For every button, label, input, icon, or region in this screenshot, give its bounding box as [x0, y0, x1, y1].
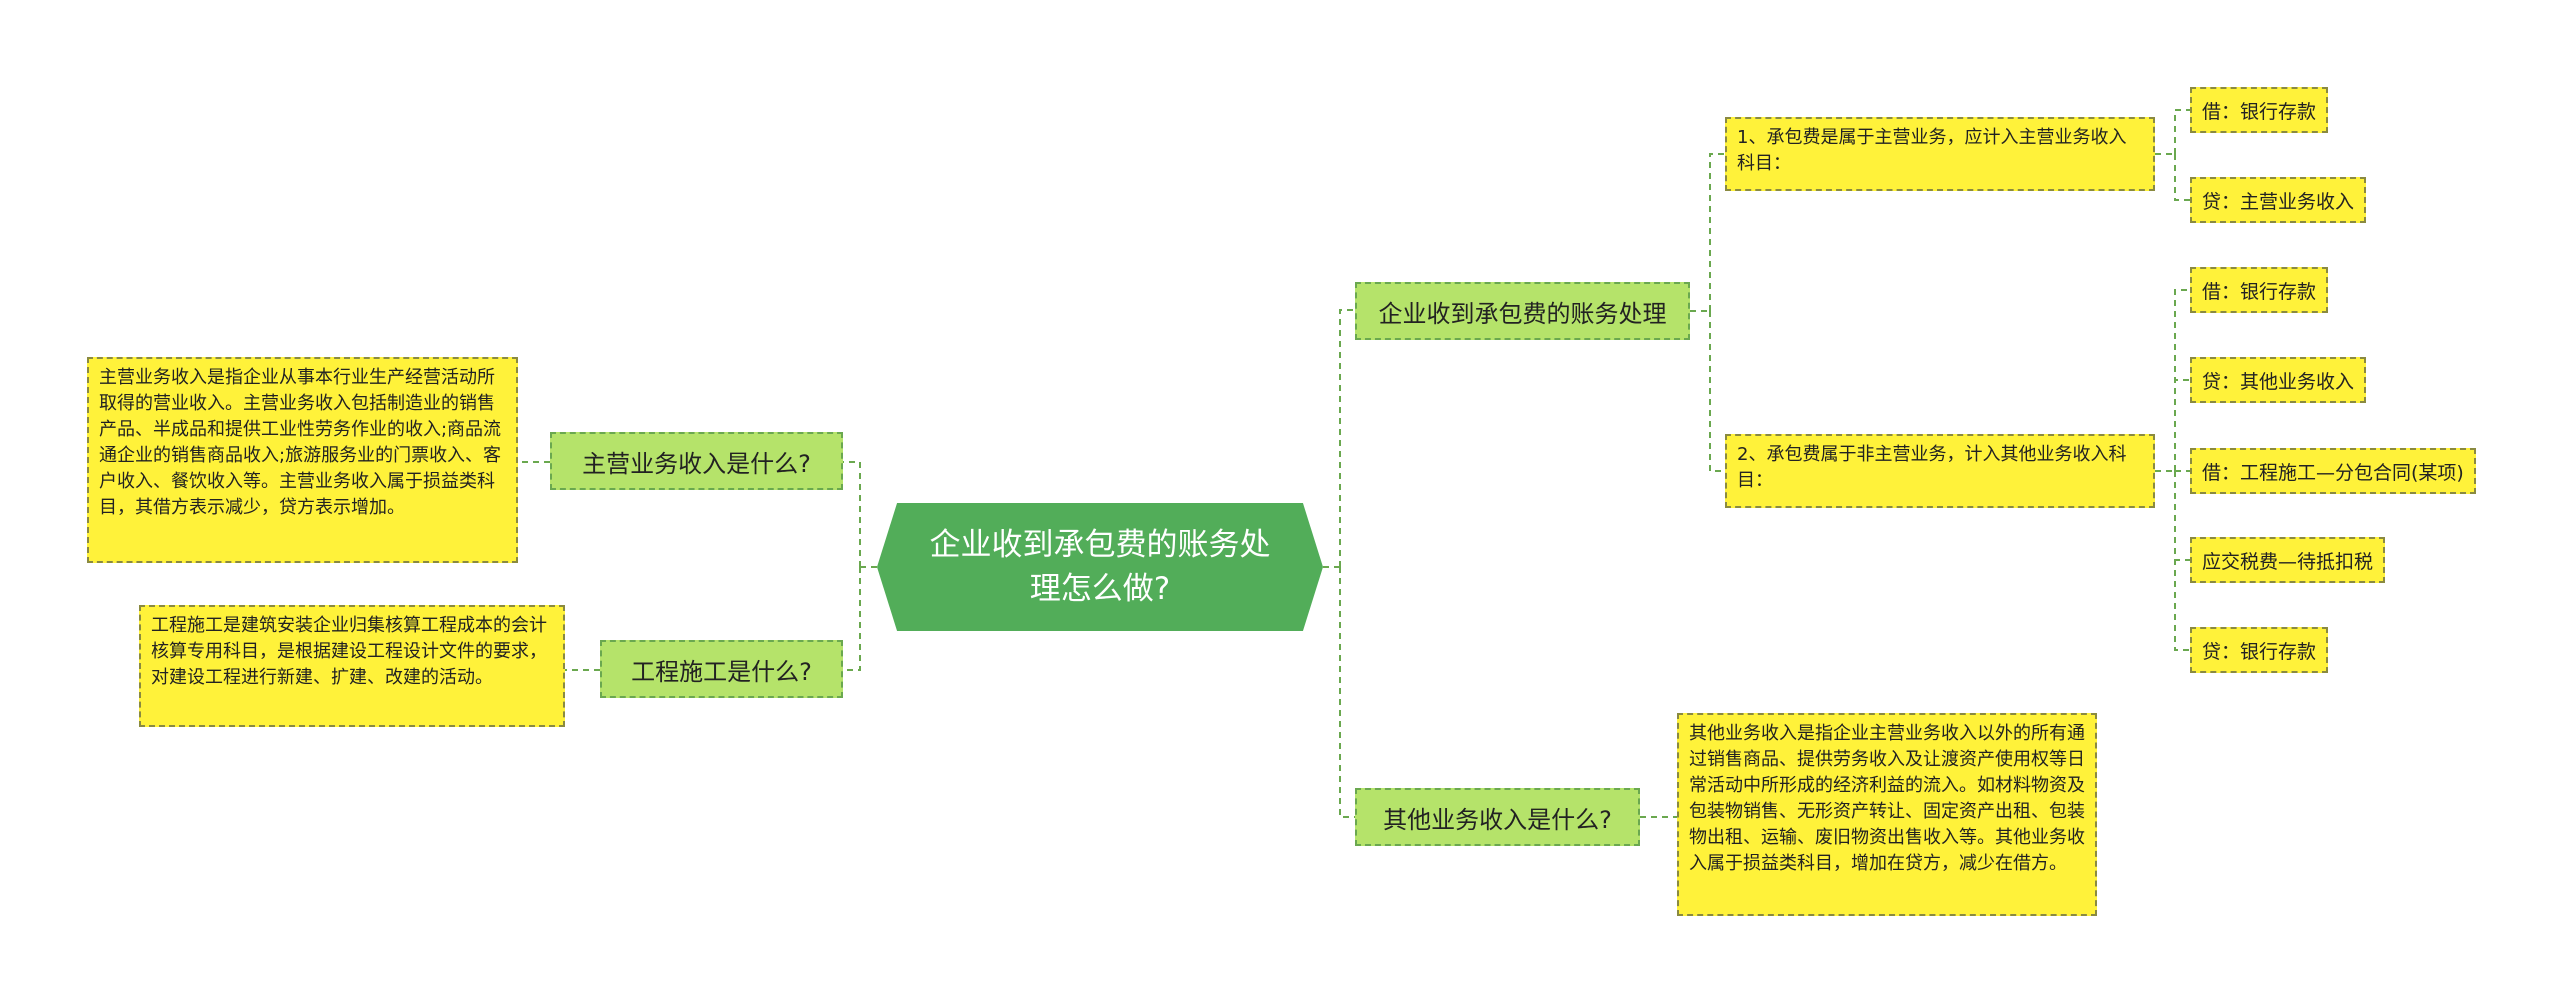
- note-main-business-income[interactable]: 主营业务收入是指企业从事本行业生产经营活动所取得的营业收入。主营业务收入包括制造…: [87, 357, 518, 563]
- leaf-label: 借：工程施工—分包合同(某项): [2202, 461, 2464, 484]
- branch-main-business-income[interactable]: 主营业务收入是什么?: [550, 432, 843, 490]
- sub-topic-non-main-business[interactable]: 2、承包费属于非主营业务，计入其他业务收入科目：: [1725, 434, 2155, 508]
- leaf-label: 借：银行存款: [2202, 280, 2317, 303]
- branch-label: 工程施工是什么?: [631, 657, 812, 686]
- central-topic-label: 企业收到承包费的账务处理怎么做?: [929, 527, 1271, 607]
- leaf-label: 贷：主营业务收入: [2202, 190, 2355, 213]
- sub-topic-text: 2、承包费属于非主营业务，计入其他业务收入科目：: [1737, 444, 2127, 491]
- leaf-credit-other-business-income[interactable]: 贷：其他业务收入: [2190, 357, 2367, 403]
- leaf-label: 贷：其他业务收入: [2202, 370, 2355, 393]
- leaf-debit-construction-subcontract[interactable]: 借：工程施工—分包合同(某项): [2190, 448, 2476, 494]
- leaf-tax-payable-deductible[interactable]: 应交税费—待抵扣税: [2190, 537, 2386, 583]
- leaf-debit-bank-deposit[interactable]: 借：银行存款: [2190, 87, 2329, 133]
- leaf-label: 借：银行存款: [2202, 100, 2317, 123]
- note-text: 主营业务收入是指企业从事本行业生产经营活动所取得的营业收入。主营业务收入包括制造…: [99, 367, 502, 518]
- note-other-business-income[interactable]: 其他业务收入是指企业主营业务收入以外的所有通过销售商品、提供劳务收入及让渡资产使…: [1677, 713, 2097, 916]
- branch-contract-fee-accounting[interactable]: 企业收到承包费的账务处理: [1355, 282, 1690, 340]
- central-topic[interactable]: 企业收到承包费的账务处理怎么做?: [877, 503, 1323, 631]
- note-text: 其他业务收入是指企业主营业务收入以外的所有通过销售商品、提供劳务收入及让渡资产使…: [1689, 723, 2085, 874]
- branch-label: 企业收到承包费的账务处理: [1378, 299, 1667, 328]
- sub-topic-text: 1、承包费是属于主营业务，应计入主营业务收入科目：: [1737, 127, 2127, 174]
- sub-topic-main-business[interactable]: 1、承包费是属于主营业务，应计入主营业务收入科目：: [1725, 117, 2155, 191]
- leaf-label: 贷：银行存款: [2202, 640, 2317, 663]
- branch-label: 其他业务收入是什么?: [1383, 805, 1612, 834]
- note-text: 工程施工是建筑安装企业归集核算工程成本的会计核算专用科目，是根据建设工程设计文件…: [151, 615, 547, 688]
- leaf-credit-bank-deposit[interactable]: 贷：银行存款: [2190, 627, 2329, 673]
- branch-construction[interactable]: 工程施工是什么?: [600, 640, 843, 698]
- leaf-debit-bank-deposit-2[interactable]: 借：银行存款: [2190, 267, 2329, 313]
- leaf-credit-main-business-income[interactable]: 贷：主营业务收入: [2190, 177, 2367, 223]
- branch-label: 主营业务收入是什么?: [582, 449, 811, 478]
- leaf-label: 应交税费—待抵扣税: [2202, 550, 2374, 573]
- branch-other-business-income[interactable]: 其他业务收入是什么?: [1355, 788, 1640, 846]
- note-construction[interactable]: 工程施工是建筑安装企业归集核算工程成本的会计核算专用科目，是根据建设工程设计文件…: [139, 605, 565, 727]
